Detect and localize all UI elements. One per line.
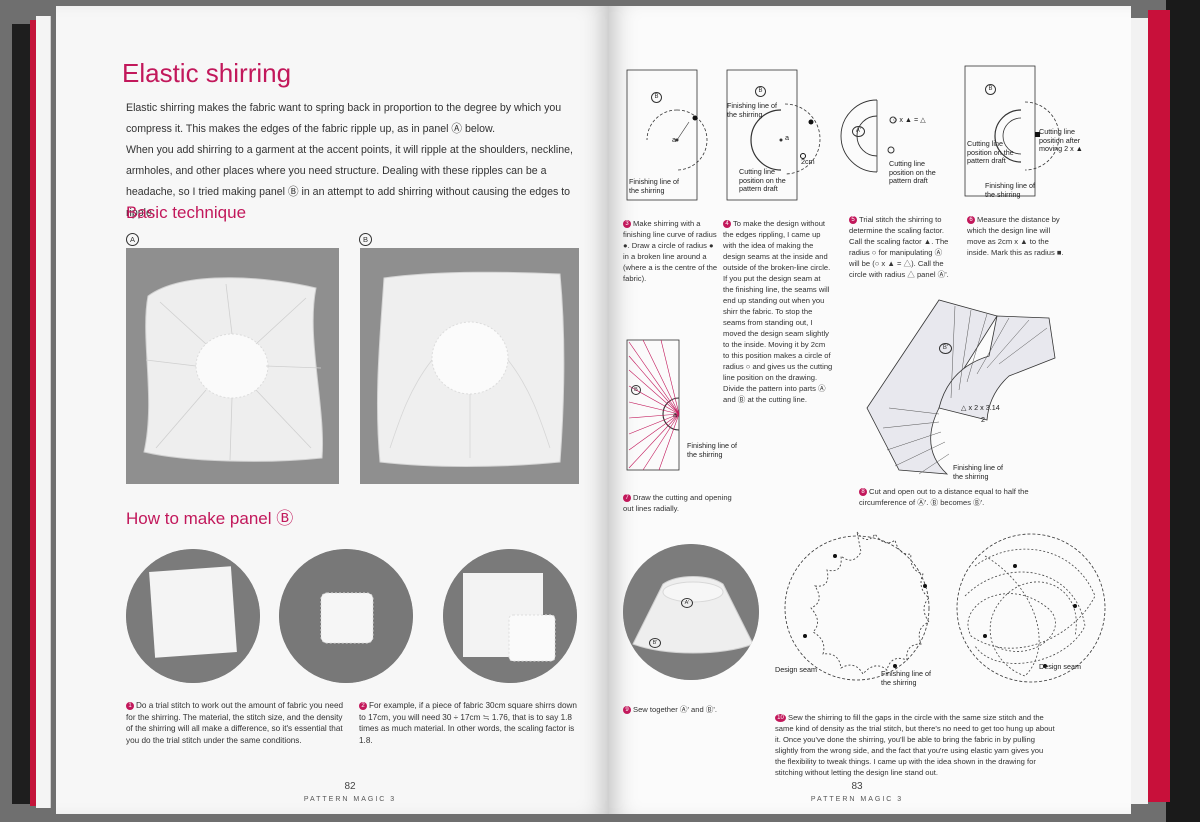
d7-caption: Draw the cutting and opening out lines r… — [623, 493, 732, 513]
d5-part-a-prime: A' — [852, 126, 865, 137]
step1-caption: Do a trial stitch to work out the amount… — [126, 701, 344, 745]
d3-part-b: B — [651, 92, 662, 103]
intro-paragraph-2: When you add shirring to a garment at th… — [126, 144, 573, 219]
step1-number: 1 — [126, 702, 134, 710]
book-edge-left — [12, 24, 34, 804]
diagram-3 — [623, 69, 723, 210]
diagram-7 — [623, 339, 723, 480]
step1-photo-shirred — [279, 549, 413, 683]
page-title: Elastic shirring — [122, 58, 292, 88]
d9-number: 9 — [623, 706, 631, 714]
diagram-6 — [963, 65, 1063, 206]
panel-b-photo — [360, 248, 579, 484]
d10-caption: Sew the shirring to fill the gaps in the… — [775, 713, 1055, 777]
d10-finish-label: Finishing line of the shirring — [881, 669, 931, 687]
d9-part-b-prime: B' — [649, 638, 661, 648]
book-edge-red-right — [1148, 10, 1170, 802]
d4-2cm: 2cm — [801, 157, 815, 166]
d9-caption: Sew together Ⓐ' and Ⓑ'. — [633, 705, 717, 714]
d7-number: 7 — [623, 494, 631, 502]
diagram-8 — [859, 298, 1059, 488]
d7-center-a: a — [673, 410, 677, 419]
panel-a-label: A — [126, 233, 139, 246]
d4-cutting-label: Cutting line position on the pattern dra… — [739, 167, 786, 193]
book-edge-red-left — [30, 20, 38, 806]
d10-design-seam-label-2: Design seam — [1039, 662, 1081, 671]
d4-part-b: B — [755, 86, 766, 97]
how-to-make-heading: How to make panel Ⓑ — [126, 509, 294, 528]
page-number-right: 83 — [851, 781, 863, 792]
folio-left: PATTERN MAGIC 3 — [303, 796, 397, 803]
left-page: Elastic shirring Elastic shirring makes … — [56, 6, 609, 814]
d5-formula: ○ x ▲ = △ — [893, 115, 926, 124]
basic-technique-heading: Basic technique — [126, 203, 247, 222]
d6-finish-label: Finishing line of the shirring — [985, 181, 1035, 199]
step2-photo-comparison — [443, 549, 577, 683]
d4-caption: To make the design without the edges rip… — [723, 219, 833, 404]
d8-caption: Cut and open out to a distance equal to … — [859, 487, 1029, 507]
d8-part-b-prime: B' — [939, 343, 952, 354]
d6-cutting-draft-label: Cutting line position on the pattern dra… — [967, 139, 1014, 165]
d8-denominator: 2 — [981, 415, 985, 424]
d9-part-a-prime: A' — [681, 598, 693, 608]
d8-formula: △ x 2 x 3.14 — [961, 403, 1000, 412]
d6-cutting-after-label: Cutting line position after moving 2 x ▲ — [1039, 127, 1083, 153]
diagram-10 — [775, 526, 1125, 696]
d8-finish-label: Finishing line of the shirring — [953, 463, 1003, 481]
d5-caption: Trial stitch the shirring to determine t… — [849, 215, 949, 279]
d10-design-seam-label: Design seam — [775, 665, 817, 674]
book-pages-right — [1128, 18, 1148, 804]
d4-number: 4 — [723, 220, 731, 228]
d3-finish-label: Finishing line of the shirring — [629, 177, 679, 195]
d7-part-b: B — [631, 385, 641, 395]
d7-finish-label: Finishing line of the shirring — [687, 441, 737, 459]
panel-a-photo — [126, 248, 339, 484]
intro-paragraph-1: Elastic shirring makes the fabric want t… — [126, 102, 562, 135]
d3-center-a: a — [672, 135, 676, 144]
d5-cutting-label: Cutting line position on the pattern dra… — [889, 159, 936, 185]
diagram-4 — [723, 69, 823, 210]
d4-center-a: a — [785, 133, 789, 142]
step1-photo-fabric — [126, 549, 260, 683]
page-number-left: 82 — [344, 781, 356, 792]
d6-number: 6 — [967, 216, 975, 224]
step2-number: 2 — [359, 702, 367, 710]
d3-number: 3 — [623, 220, 631, 228]
step2-caption: For example, if a piece of fabric 30cm s… — [359, 701, 577, 745]
d3-caption: Make shirring with a finishing line curv… — [623, 219, 718, 283]
d5-number: 5 — [849, 216, 857, 224]
d6-part-b: B — [985, 84, 996, 95]
d4-finish-label: Finishing line of the shirring — [727, 101, 777, 119]
panel-b-label: B — [359, 233, 372, 246]
d10-number: 10 — [775, 714, 786, 722]
book-edge-right — [1166, 0, 1200, 822]
book-pages-left — [36, 16, 51, 808]
d6-caption: Measure the distance by which the design… — [967, 215, 1064, 257]
d8-number: 8 — [859, 488, 867, 496]
step9-photo — [623, 544, 759, 680]
folio-right: PATTERN MAGIC 3 — [810, 796, 904, 803]
